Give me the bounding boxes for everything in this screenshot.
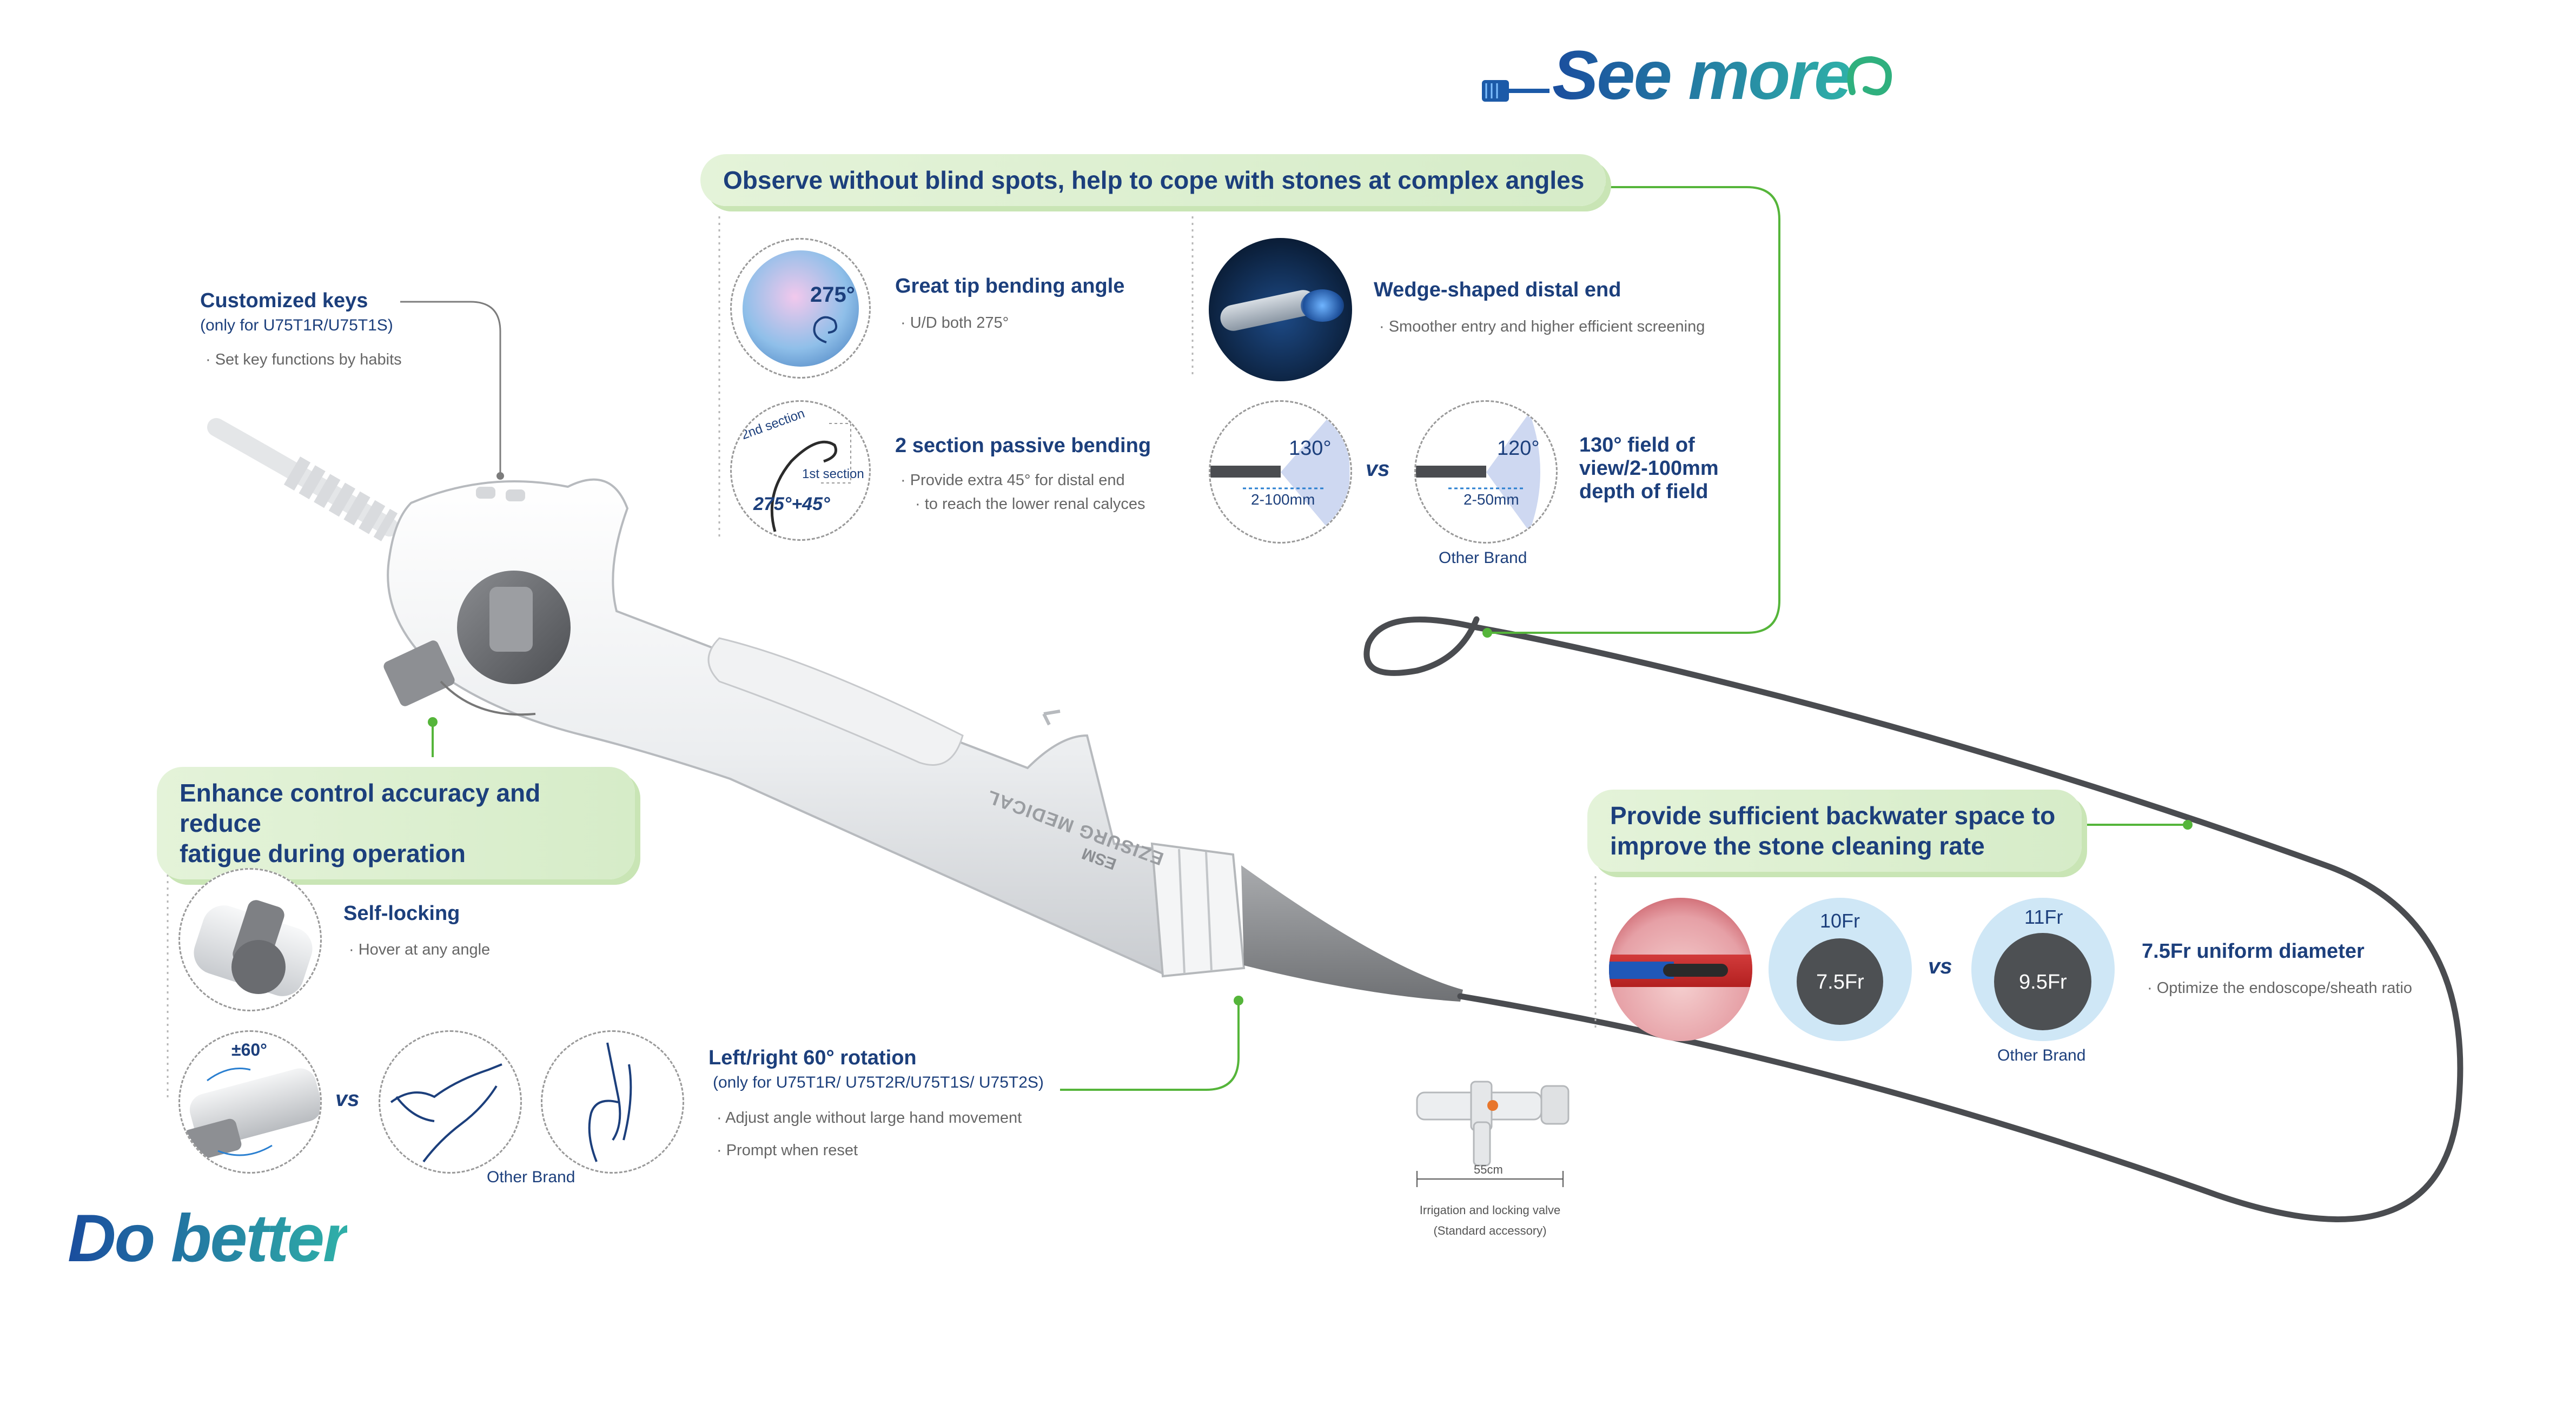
swirl-icon [1847, 56, 1892, 96]
tip-heading: Great tip bending angle [895, 275, 1125, 297]
fov-other-label: Other Brand [1439, 549, 1527, 567]
fov-line-3: depth of field [1579, 480, 1708, 503]
fov-ours-circle: 130° 2-100mm [1209, 400, 1352, 544]
wedge-desc: · Smoother entry and higher efficient sc… [1379, 318, 1705, 335]
fov-line-1: 130° field of [1579, 434, 1695, 456]
see-more-logo: See more [1482, 38, 1904, 114]
rotation-other-circle-2 [541, 1030, 684, 1174]
passive-angle-label: 275°+45° [753, 494, 830, 514]
rotation-sub: (only for U75T1R/ U75T2R/U75T1S/ U75T2S) [713, 1074, 1044, 1091]
other-diameter-circle: 11Fr 9.5Fr [1971, 898, 2115, 1041]
passive-desc-1: · Provide extra 45° for distal end [900, 472, 1125, 489]
backwater-title-tag: Provide sufficient backwater space to im… [1587, 790, 2082, 872]
control-title-line-1: Enhance control accuracy and reduce [180, 779, 541, 837]
fov-ours-angle: 130° [1289, 437, 1332, 460]
fov-other-circle: 120° 2-50mm [1414, 400, 1558, 544]
accessory-line-1: Irrigation and locking valve [1419, 1203, 1561, 1217]
passive-desc-2: · to reach the lower renal calyces [915, 495, 1145, 513]
fov-vs: vs [1366, 457, 1390, 481]
fov-ours-depth: 2-100mm [1251, 491, 1315, 508]
rotation-other-circle-1 [379, 1030, 522, 1174]
self-lock-circle [178, 868, 322, 1011]
ours-outer-label: 10Fr [1820, 910, 1860, 932]
self-lock-heading: Self-locking [343, 902, 460, 925]
keys-heading: Customized keys [200, 289, 368, 312]
tip-bending-circle: 275° [730, 238, 871, 379]
backwater-title-line-2: improve the stone cleaning rate [1610, 832, 1985, 860]
diameter-desc: · Optimize the endoscope/sheath ratio [2147, 979, 2413, 997]
wedge-circle [1209, 238, 1352, 381]
other-outer-label: 11Fr [2024, 906, 2063, 928]
rotation-heading: Left/right 60° rotation [708, 1047, 917, 1069]
observe-title-tag: Observe without blind spots, help to cop… [700, 154, 1606, 206]
fov-other-depth: 2-50mm [1464, 491, 1519, 508]
accessory-line-2: (Standard accessory) [1433, 1224, 1547, 1237]
fov-other-angle: 120° [1497, 437, 1540, 460]
backwater-title-line-1: Provide sufficient backwater space to [1610, 802, 2056, 830]
rotation-desc-2: · Prompt when reset [717, 1142, 858, 1159]
rotation-ours-circle: ±60° [178, 1030, 322, 1174]
keys-desc: · Set key functions by habits [206, 351, 402, 368]
rotation-badge: ±60° [231, 1040, 267, 1059]
self-lock-desc: · Hover at any angle [349, 941, 491, 958]
ours-diameter-circle: 10Fr 7.5Fr [1769, 898, 1912, 1041]
diameter-vs: vs [1928, 955, 1952, 978]
diameter-heading: 7.5Fr uniform diameter [2142, 940, 2365, 963]
tip-angle-badge: 275° [810, 283, 855, 307]
keys-sub: (only for U75T1R/U75T1S) [200, 316, 393, 334]
control-title-line-2: fatigue during operation [180, 839, 466, 867]
rotation-desc-1: · Adjust angle without large hand moveme… [717, 1109, 1022, 1127]
rotation-other-label: Other Brand [487, 1168, 575, 1186]
sheath-circle [1609, 898, 1752, 1041]
do-better-logo: Do better [68, 1201, 349, 1276]
diameter-other-label: Other Brand [1997, 1047, 2086, 1064]
passive-1st-label: 1st section [802, 467, 864, 481]
accessory-length: 55cm [1474, 1163, 1503, 1176]
passive-bending-circle: 2nd section 1st section 275°+45° [730, 400, 871, 541]
rotation-vs: vs [335, 1087, 360, 1111]
wedge-heading: Wedge-shaped distal end [1374, 279, 1621, 301]
tip-desc: · U/D both 275° [900, 314, 1009, 332]
see-more-text: See more [1552, 37, 1852, 114]
hose-connector-icon [1482, 80, 1549, 102]
fov-line-2: view/2-100mm [1579, 457, 1719, 480]
control-title-tag: Enhance control accuracy and reduce fati… [157, 767, 635, 879]
other-inner-label: 9.5Fr [2019, 971, 2067, 994]
ours-inner-label: 7.5Fr [1816, 971, 1864, 994]
passive-heading: 2 section passive bending [895, 434, 1151, 457]
